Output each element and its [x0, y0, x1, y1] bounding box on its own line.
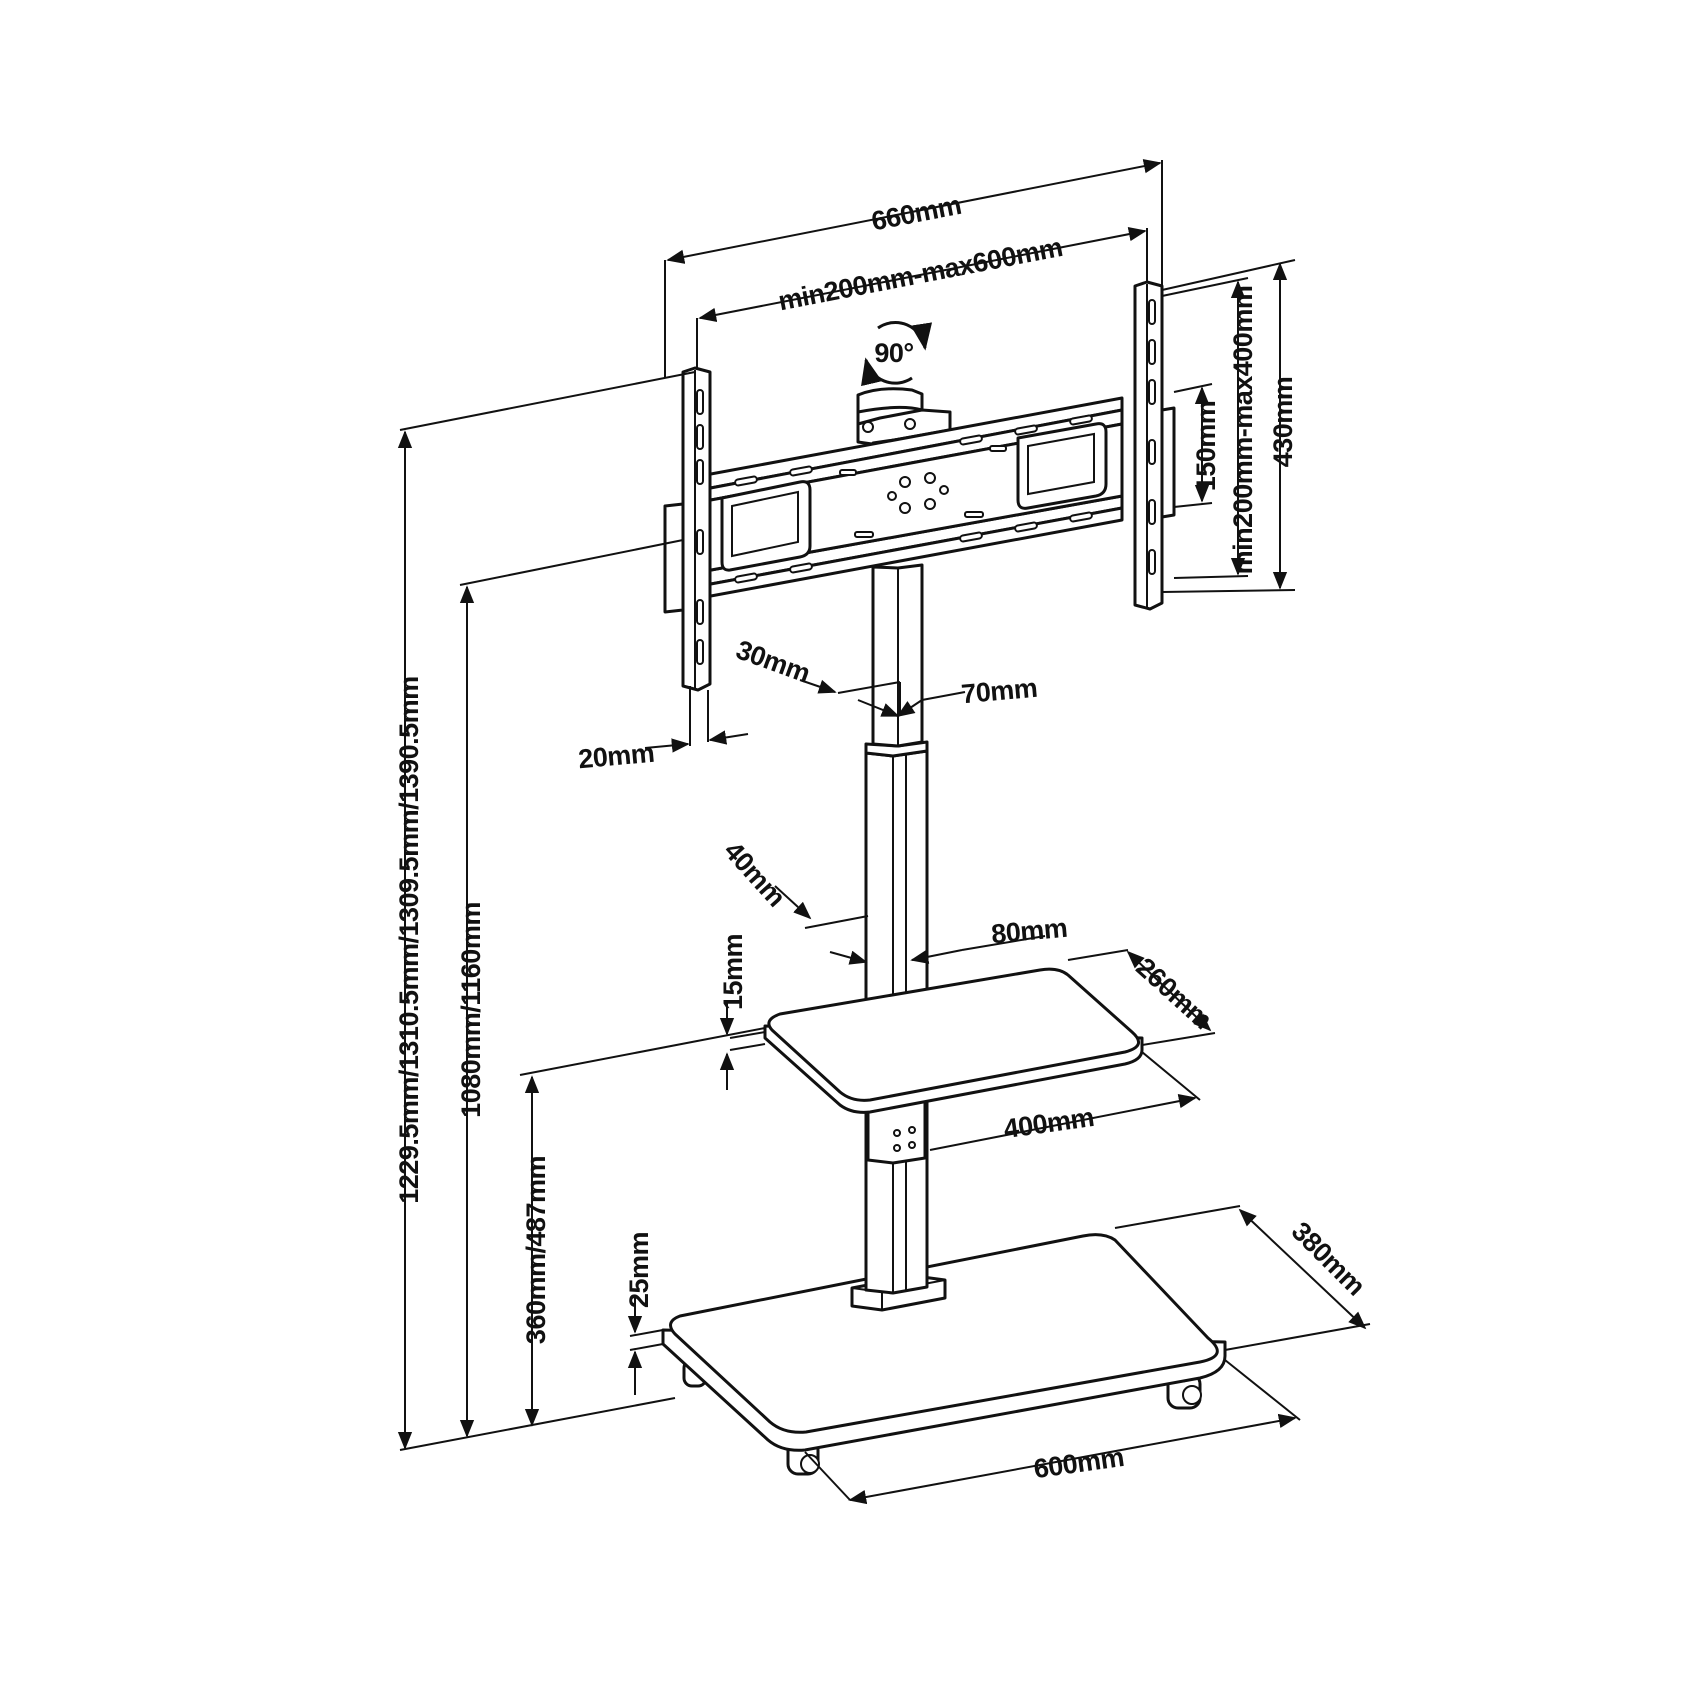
label-400: 400mm — [1002, 1102, 1096, 1144]
vertical-arm-left — [663, 366, 712, 692]
mount-window-left — [720, 480, 812, 572]
vertical-arm-right — [1133, 280, 1176, 611]
label-total-height: 1229.5mm/1310.5mm/1309.5mm/1390.5mm — [394, 676, 424, 1203]
mount-window-right — [1016, 422, 1108, 510]
label-20: 20mm — [577, 738, 655, 775]
label-150: 150mm — [1191, 401, 1221, 492]
rotation-label: 90° — [874, 338, 913, 368]
label-600: 600mm — [1032, 1442, 1126, 1484]
mount-group — [663, 280, 1176, 692]
base-plate-top — [669, 1233, 1219, 1434]
shelf-group — [763, 967, 1144, 1165]
label-260: 260mm — [1130, 952, 1217, 1035]
label-40: 40mm — [718, 836, 791, 913]
dimension-labels: 660mm min200mm-max600mm 430mm min200mm-m… — [394, 190, 1371, 1484]
dimension-lines — [397, 159, 1371, 1505]
label-center-height: 1080mm/1160mm — [456, 902, 486, 1118]
pole-upper — [871, 563, 924, 748]
label-25: 25mm — [624, 1232, 654, 1308]
label-380: 380mm — [1286, 1216, 1371, 1301]
label-vesa-h: min200mm-max600mm — [776, 232, 1065, 317]
label-80: 80mm — [990, 913, 1068, 950]
rotation-icon: 90° — [861, 321, 933, 387]
base-group — [661, 1233, 1227, 1476]
label-70: 70mm — [960, 673, 1038, 710]
label-430: 430mm — [1268, 377, 1298, 468]
label-660: 660mm — [869, 190, 964, 237]
label-30: 30mm — [732, 634, 814, 688]
arm-slots — [734, 414, 1093, 584]
label-shelf-height: 360mm/487mm — [521, 1156, 551, 1344]
label-vesa-v: min200mm-max400mm — [1228, 286, 1258, 575]
mount-center-holes — [839, 445, 1007, 538]
label-15: 15mm — [718, 934, 748, 1010]
shelf-top — [767, 967, 1141, 1102]
